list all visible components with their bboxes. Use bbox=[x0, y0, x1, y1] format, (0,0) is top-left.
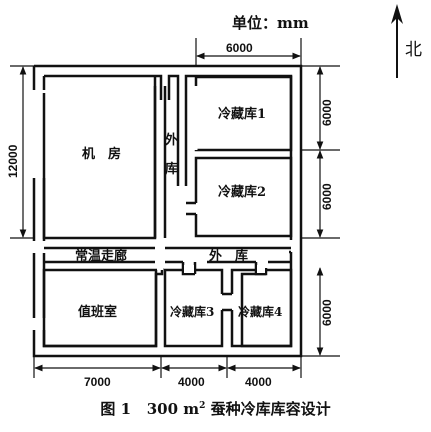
outer-store-horizontal-label: 外 库 bbox=[208, 248, 248, 264]
figure-area: 300 m bbox=[146, 400, 200, 418]
machine-room-label: 机 房 bbox=[82, 146, 121, 162]
cold-store-4-label: 冷藏库4 bbox=[238, 304, 282, 319]
duty-room-label: 值班室 bbox=[78, 304, 117, 320]
north-label: 北 bbox=[405, 40, 422, 60]
cold-store-1-label: 冷藏库1 bbox=[218, 106, 266, 122]
north-arrow-icon bbox=[391, 4, 403, 78]
outer-store-vertical-label-2: 库 bbox=[165, 161, 178, 177]
corridor-label: 常温走廊 bbox=[75, 248, 127, 264]
duty-room-wall bbox=[42, 268, 158, 348]
bottom-dimension-label-3: 4000 bbox=[245, 375, 272, 389]
top-dimension-label: 6000 bbox=[226, 41, 253, 55]
cold-store-3-label: 冷藏库3 bbox=[170, 304, 214, 319]
outer-store-vertical-label-1: 外 bbox=[164, 132, 178, 148]
figure-title: 蚕种冷库库容设计 bbox=[210, 400, 331, 418]
left-dimension-label: 12000 bbox=[6, 144, 20, 178]
right-dimension-label-2: 6000 bbox=[320, 183, 334, 210]
bottom-dimension-label-2: 4000 bbox=[178, 375, 205, 389]
figure-area-superscript: 2 bbox=[199, 401, 206, 411]
figure-number: 图 1 bbox=[100, 400, 132, 418]
unit-label: 单位：mm bbox=[232, 14, 309, 32]
floor-plan: 单位：mm 北 机 房 冷藏库1 冷藏库2 外 库 常温走廊 外 库 值班室 冷… bbox=[6, 4, 422, 389]
figure-caption: 图 1 300 m2 蚕种冷库库容设计 bbox=[0, 398, 431, 419]
bottom-dimension-label-1: 7000 bbox=[84, 375, 111, 389]
corridor-walls bbox=[44, 246, 291, 276]
central-walls bbox=[153, 86, 188, 238]
right-dimension-label-3: 6000 bbox=[320, 299, 334, 326]
right-dimension-label-1: 6000 bbox=[320, 99, 334, 126]
cold-store-2-label: 冷藏库2 bbox=[218, 184, 266, 200]
cold-store-2-wall bbox=[194, 156, 293, 238]
